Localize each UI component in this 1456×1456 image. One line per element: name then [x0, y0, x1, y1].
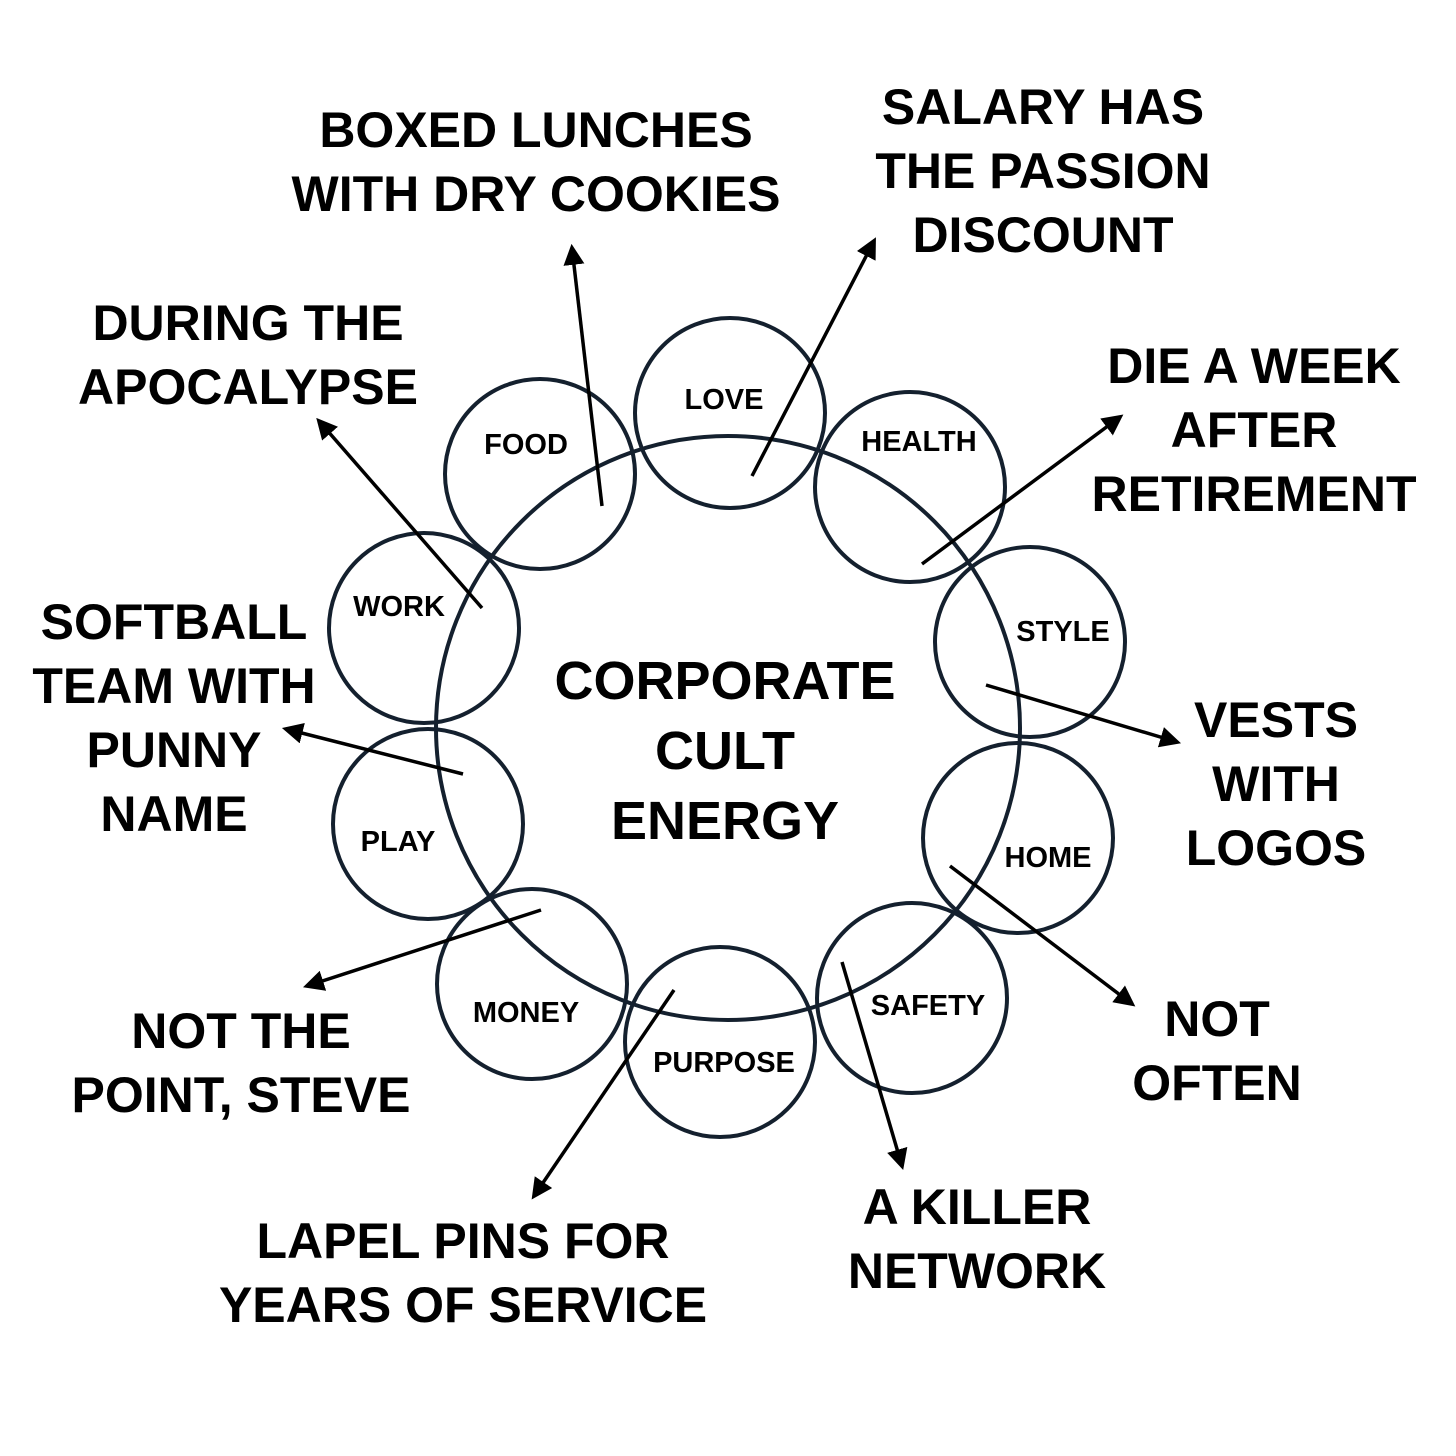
- callout-line: WITH DRY COOKIES: [292, 166, 781, 222]
- callout-killer-network: A KILLER NETWORK: [848, 1179, 1106, 1299]
- callout-line: TEAM WITH: [32, 658, 315, 714]
- callout-line: OFTEN: [1132, 1055, 1301, 1111]
- arrow-style: [985, 683, 1182, 748]
- callout-apocalypse: DURING THE APOCALYPSE: [78, 295, 418, 415]
- node-label: MONEY: [473, 997, 579, 1029]
- callout-die-a-week: DIE A WEEK AFTER RETIREMENT: [1092, 338, 1417, 522]
- callout-line: SOFTBALL: [41, 594, 308, 650]
- callout-line: RETIREMENT: [1092, 466, 1417, 522]
- node-circle: [633, 316, 827, 510]
- callout-line: NOT THE: [131, 1003, 350, 1059]
- callout-salary: SALARY HAS THE PASSION DISCOUNT: [875, 79, 1210, 263]
- node-love: LOVE: [633, 316, 827, 510]
- node-circle: [813, 390, 1007, 584]
- arrow-home: [948, 864, 1136, 1007]
- node-circle: [933, 545, 1127, 739]
- node-circle: [443, 377, 637, 571]
- node-play: PLAY: [331, 727, 525, 921]
- node-label: HEALTH: [861, 426, 976, 458]
- callout-not-the-point: NOT THE POINT, STEVE: [72, 1003, 411, 1123]
- node-circle: [623, 945, 817, 1139]
- node-label: WORK: [353, 591, 445, 623]
- node-circle: [331, 727, 525, 921]
- callout-line: WITH: [1212, 756, 1340, 812]
- callout-line: LAPEL PINS FOR: [256, 1213, 669, 1269]
- arrow-health: [920, 414, 1124, 566]
- node-safety: SAFETY: [815, 901, 1009, 1095]
- arrow-money: [303, 908, 542, 991]
- node-label: PURPOSE: [653, 1047, 795, 1079]
- callout-line: APOCALYPSE: [78, 359, 418, 415]
- callout-line: A KILLER: [863, 1179, 1092, 1235]
- node-work: WORK: [327, 531, 521, 725]
- callout-line: PUNNY: [86, 722, 261, 778]
- callout-line: DISCOUNT: [912, 207, 1173, 263]
- callout-line: NETWORK: [848, 1243, 1106, 1299]
- node-money: MONEY: [435, 887, 629, 1081]
- arrow-play: [281, 722, 464, 776]
- node-label: PLAY: [361, 826, 436, 858]
- node-food: FOOD: [443, 377, 637, 571]
- node-label: SAFETY: [871, 990, 985, 1022]
- arrow-food: [563, 243, 604, 507]
- callout-boxed-lunches: BOXED LUNCHES WITH DRY COOKIES: [292, 102, 781, 222]
- node-health: HEALTH: [813, 390, 1007, 584]
- node-label: STYLE: [1016, 616, 1109, 648]
- node-label: LOVE: [685, 384, 764, 416]
- node-circle: [921, 741, 1115, 935]
- callout-line: LOGOS: [1186, 820, 1367, 876]
- callout-not-often: NOT OFTEN: [1132, 991, 1301, 1111]
- callout-line: POINT, STEVE: [72, 1067, 411, 1123]
- node-style: STYLE: [933, 545, 1127, 739]
- node-label: FOOD: [484, 429, 568, 461]
- callout-lapel-pins: LAPEL PINS FOR YEARS OF SERVICE: [219, 1213, 707, 1333]
- arrow-safety: [840, 961, 908, 1171]
- arrow-purpose: [531, 989, 676, 1200]
- callout-line: DIE A WEEK: [1107, 338, 1401, 394]
- callout-softball: SOFTBALL TEAM WITH PUNNY NAME: [32, 594, 315, 842]
- node-label: HOME: [1005, 842, 1092, 874]
- node-purpose: PURPOSE: [623, 945, 817, 1139]
- center-title-line: CULT: [655, 721, 795, 781]
- callout-line: NAME: [100, 786, 247, 842]
- callout-line: SALARY HAS: [882, 79, 1204, 135]
- callout-line: VESTS: [1194, 692, 1358, 748]
- callout-line: THE PASSION: [875, 143, 1210, 199]
- callout-line: NOT: [1164, 991, 1270, 1047]
- node-circle: [435, 887, 629, 1081]
- callout-line: DURING THE: [92, 295, 403, 351]
- callout-line: BOXED LUNCHES: [319, 102, 752, 158]
- arrow-work: [316, 417, 484, 610]
- callout-line: YEARS OF SERVICE: [219, 1277, 707, 1333]
- node-circle: [815, 901, 1009, 1095]
- node-home: HOME: [921, 741, 1115, 935]
- callout-vests: VESTS WITH LOGOS: [1186, 692, 1367, 876]
- node-circle: [327, 531, 521, 725]
- callout-line: AFTER: [1171, 402, 1338, 458]
- arrow-love: [750, 237, 876, 477]
- center-title-line: CORPORATE: [554, 651, 895, 711]
- center-title-line: ENERGY: [611, 791, 839, 851]
